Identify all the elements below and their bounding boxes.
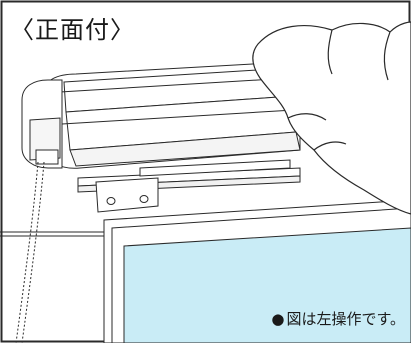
mounting-bracket [95,177,159,213]
note-caption: ●図は左操作です。 [271,308,405,329]
hand-illustration [252,21,411,215]
mount-type-title: 〈正面付〉 [10,16,135,44]
end-cap [21,79,63,169]
window-glass [123,227,411,343]
wall-lines [0,228,113,343]
note-text: 図は左操作です。 [286,310,405,328]
bullet-icon: ● [271,310,285,328]
bead-chain [15,161,45,343]
window-frame [103,199,411,343]
